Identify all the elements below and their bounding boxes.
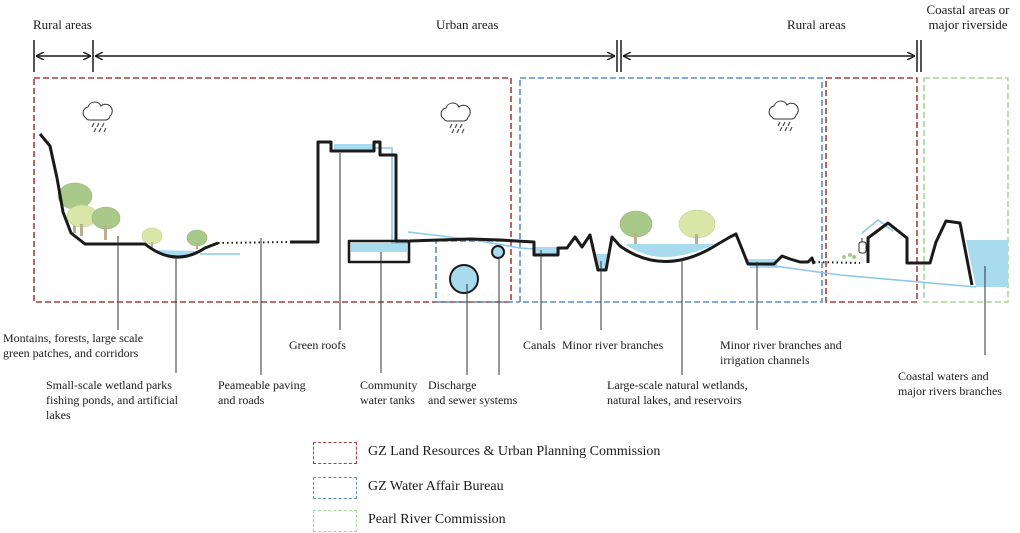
drainage-lines xyxy=(200,147,977,288)
legend-label-water-affair: GZ Water Affair Bureau xyxy=(368,479,504,494)
legend-swatch-land-planning xyxy=(313,442,357,464)
zone-arrows xyxy=(33,40,922,72)
label-minor-branches: Minor river branches xyxy=(562,338,664,352)
pearl-river-box xyxy=(923,77,1009,303)
zone-label-coastal-line1: Coastal areas or xyxy=(926,2,1010,17)
leader-lines xyxy=(117,153,986,375)
zone-label-coastal: Coastal areas or major riverside xyxy=(916,2,1020,32)
permeable-road xyxy=(217,241,291,244)
zone-label-urban: Urban areas xyxy=(436,17,499,32)
jurisdiction-boxes xyxy=(33,77,1009,303)
label-canals: Canals xyxy=(523,338,556,352)
tree-icon xyxy=(186,229,208,249)
rural-flow-line xyxy=(744,261,977,288)
tree-icon xyxy=(619,210,653,245)
rain-cloud-icon xyxy=(82,101,113,133)
tree-icon xyxy=(91,206,121,240)
label-coastal-waters: Coastal waters and major rivers branches xyxy=(898,369,1002,398)
land-planning-box-2 xyxy=(825,77,918,303)
sewer-pipe-outline xyxy=(491,245,505,259)
zone-label-coastal-line2: major riverside xyxy=(928,17,1008,32)
rural-path xyxy=(813,261,861,264)
label-mountains: Montains, forests, large scale green pat… xyxy=(3,331,144,360)
rain-cloud-icon xyxy=(440,102,471,134)
rural-terrain xyxy=(38,133,219,259)
discharge-pipe xyxy=(450,265,478,293)
discharge-pipe-outline xyxy=(449,264,479,294)
coastal-water xyxy=(966,240,1008,287)
rain-cloud-icon xyxy=(768,100,799,132)
label-natural-wetlands: Large-scale natural wetlands, natural la… xyxy=(607,378,748,407)
ground-profile xyxy=(38,133,974,294)
label-green-roofs: Green roofs xyxy=(289,338,346,352)
zone-label-rural-left: Rural areas xyxy=(33,17,92,32)
green-roof-water xyxy=(334,144,374,151)
crop-icon xyxy=(842,253,856,259)
legend-label-pearl-river: Pearl River Commission xyxy=(368,512,506,527)
tree-icon xyxy=(141,227,163,248)
urban-rural-terrain xyxy=(408,232,816,272)
sewer-pipe xyxy=(492,246,504,258)
label-discharge: Discharge and sewer systems xyxy=(428,378,518,407)
water-affair-box-1 xyxy=(519,77,823,303)
water-bodies xyxy=(152,144,1008,293)
water-affair-box-2 xyxy=(435,240,520,303)
natural-wetland-water xyxy=(625,244,715,257)
rain-cloud-icons xyxy=(82,100,799,134)
legend-swatch-pearl-river xyxy=(313,510,357,532)
legend-swatch-water-affair xyxy=(313,477,357,499)
urban-flow-line xyxy=(407,231,535,250)
legend-label-land-planning: GZ Land Resources & Urban Planning Commi… xyxy=(368,444,661,459)
zone-label-rural-right: Rural areas xyxy=(787,17,846,32)
land-planning-box-1 xyxy=(33,77,512,303)
building-profile xyxy=(290,140,408,244)
tree-icons xyxy=(57,182,716,249)
village-coast-terrain xyxy=(866,219,974,286)
village-flow-line xyxy=(861,218,894,234)
label-wetland-parks: Small-scale wetland parks fishing ponds,… xyxy=(46,378,178,422)
label-water-tanks: Community water tanks xyxy=(360,378,418,407)
roof-drain-line xyxy=(374,147,408,244)
canal-water xyxy=(534,247,560,255)
water-tank-box xyxy=(347,239,411,264)
label-permeable-paving: Peameable paving and roads xyxy=(218,378,306,407)
label-irrigation: Minor river branches and irrigation chan… xyxy=(720,338,842,367)
tank-water xyxy=(351,243,407,252)
pump-icon xyxy=(858,238,867,254)
tree-icon xyxy=(678,209,716,246)
